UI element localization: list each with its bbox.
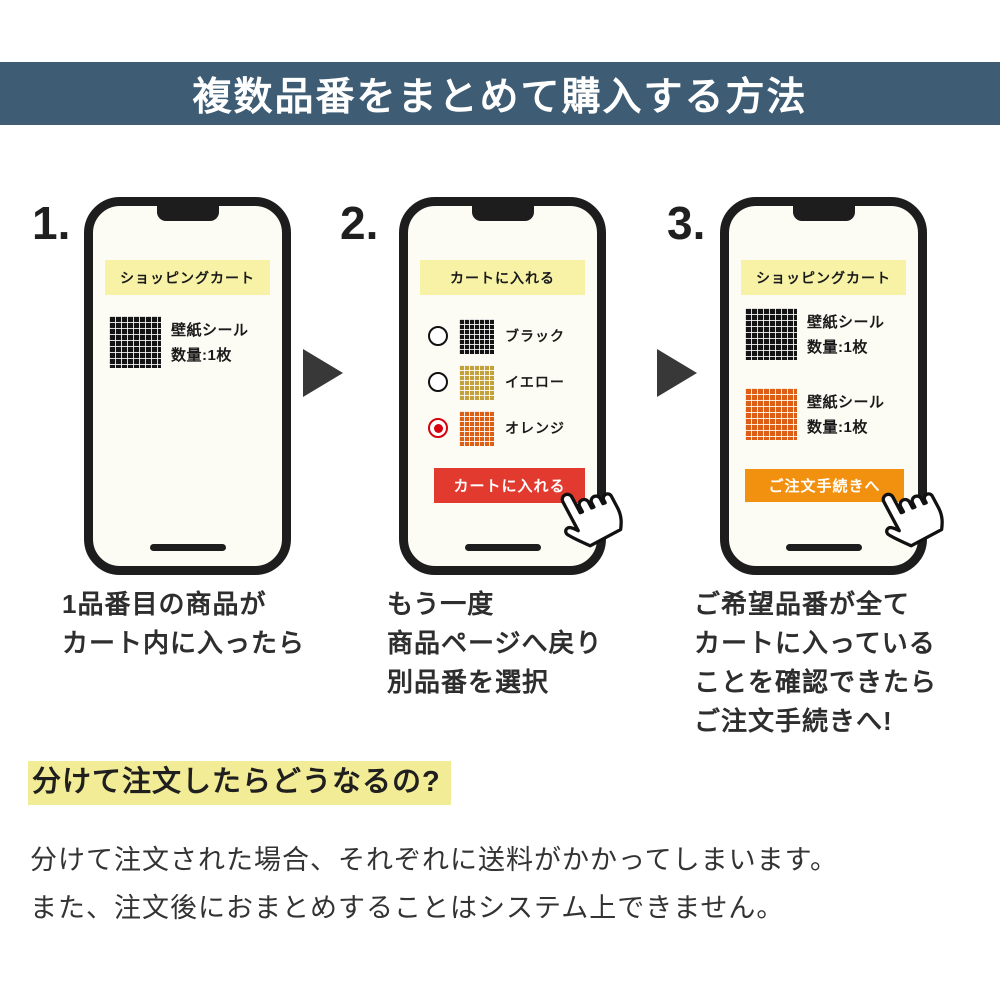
product-name: 壁紙シール [171,322,249,339]
product-info: 壁紙シール 数量:1枚 [171,319,249,365]
option-label-black: ブラック [505,328,565,344]
hand-cursor-icon [858,465,955,562]
radio-yellow[interactable] [428,372,448,392]
phone-step-3: ショッピングカート 壁紙シール 数量:1枚 壁紙シール 数量:1枚 ご注文手続き… [720,197,944,575]
home-indicator [464,544,541,551]
faq-question-highlight: 分けて注文したらどうなるの? [28,761,451,805]
product-swatch-black-icon [745,308,797,360]
arrow-right-icon [303,349,343,397]
product-swatch-orange-icon [745,388,797,440]
title-banner: 複数品番をまとめて購入する方法 [0,62,1000,125]
product-name: 壁紙シール [807,394,885,411]
radio-orange[interactable] [428,418,448,438]
screen-title-add-to-cart: カートに入れる [420,260,585,295]
phone-step-2: カートに入れる ブラック イエロー オレンジ カートに入れる [399,197,623,575]
screen-title-shopping-cart: ショッピングカート [741,260,906,295]
home-indicator [785,544,862,551]
step-1-number: 1. [32,197,71,249]
product-info: 壁紙シール 数量:1枚 [807,391,885,437]
swatch-black-icon [459,318,494,354]
step-2-caption: もう一度 商品ページへ戻り 別品番を選択 [387,589,603,697]
faq-question: 分けて注文したらどうなるの? [28,758,451,805]
home-indicator [149,544,226,551]
phone-notch [156,206,219,221]
hand-cursor-icon [537,465,634,562]
page-title: 複数品番をまとめて購入する方法 [192,75,808,119]
add-to-cart-button[interactable]: カートに入れる [434,468,585,503]
color-option-black[interactable]: ブラック [428,318,565,354]
option-label-yellow: イエロー [505,374,565,390]
faq-answer-line-2: また、注文後におまとめすることはシステム上できません。 [30,893,785,923]
phone-notch [471,206,534,221]
product-swatch-black-icon [109,316,161,368]
faq-answer-line-1: 分けて注文された場合、それぞれに送料がかかってしまいます。 [30,845,838,875]
option-label-orange: オレンジ [505,420,565,436]
radio-black[interactable] [428,326,448,346]
color-option-orange[interactable]: オレンジ [428,410,565,446]
cart-item: 壁紙シール 数量:1枚 [745,308,885,360]
cart-item: 壁紙シール 数量:1枚 [745,388,885,440]
swatch-orange-icon [459,410,494,446]
step-1-caption: 1品番目の商品が カート内に入ったら [62,589,306,658]
cart-item: 壁紙シール 数量:1枚 [109,316,249,368]
arrow-right-icon [657,349,697,397]
step-2-number: 2. [340,197,379,249]
swatch-yellow-icon [459,364,494,400]
phone-step-1: ショッピングカート 壁紙シール 数量:1枚 [84,197,291,575]
step-3-caption: ご希望品番が全て カートに入っている ことを確認できたら ご注文手続きへ! [694,589,938,736]
screen-title-shopping-cart: ショッピングカート [105,260,270,295]
product-quantity: 数量:1枚 [807,339,868,356]
product-quantity: 数量:1枚 [171,347,232,364]
product-quantity: 数量:1枚 [807,419,868,436]
product-info: 壁紙シール 数量:1枚 [807,311,885,357]
color-option-yellow[interactable]: イエロー [428,364,565,400]
checkout-button[interactable]: ご注文手続きへ [745,469,904,502]
step-3-number: 3. [667,197,706,249]
product-name: 壁紙シール [807,314,885,331]
phone-notch [792,206,855,221]
